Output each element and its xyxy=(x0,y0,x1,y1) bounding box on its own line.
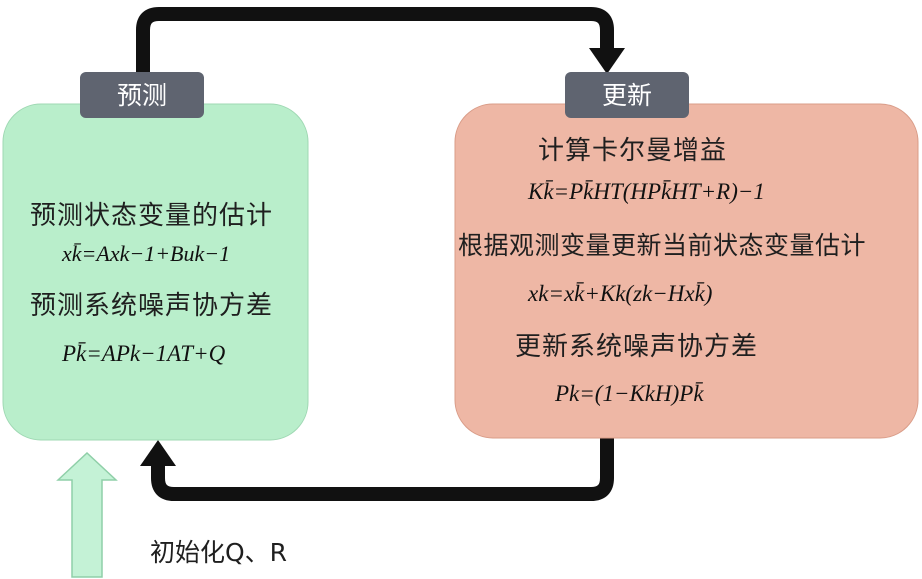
update-gain-formula: Kk̄=Pk̄HT(HPk̄HT+R)−1 xyxy=(528,179,765,204)
predict-to-update-arrow xyxy=(136,7,614,72)
predict-state-estimate-formula: xk̄=Axk−1+Buk−1 xyxy=(62,241,231,266)
init-label: 初始化Q、R xyxy=(150,538,288,567)
predict-to-update-arrowhead xyxy=(589,48,625,74)
predict-box xyxy=(2,103,309,441)
update-to-predict-arrow xyxy=(151,438,614,501)
update-tab xyxy=(565,72,689,118)
predict-covariance-formula: Pk̄=APk−1AT+Q xyxy=(62,341,226,366)
update-state-update-label: 根据观测变量更新当前状态变量估计 xyxy=(458,231,867,260)
update-tab-label: 更新 xyxy=(601,81,652,110)
predict-tab-label: 预测 xyxy=(116,81,167,110)
update-to-predict-arrowhead xyxy=(140,440,176,466)
init-up-arrow xyxy=(56,451,118,578)
update-covariance-label: 更新系统噪声协方差 xyxy=(515,332,759,362)
predict-state-estimate-label: 预测状态变量的估计 xyxy=(30,201,274,231)
update-covariance-formula: Pk=(1−KkH)Pk̄ xyxy=(555,381,704,406)
predict-covariance-label: 预测系统噪声协方差 xyxy=(30,291,274,321)
update-state-update-formula: xk=xk̄+Kk(zk−Hxk̄) xyxy=(528,281,713,306)
predict-tab xyxy=(80,72,204,118)
update-gain-label: 计算卡尔曼增益 xyxy=(538,136,728,166)
